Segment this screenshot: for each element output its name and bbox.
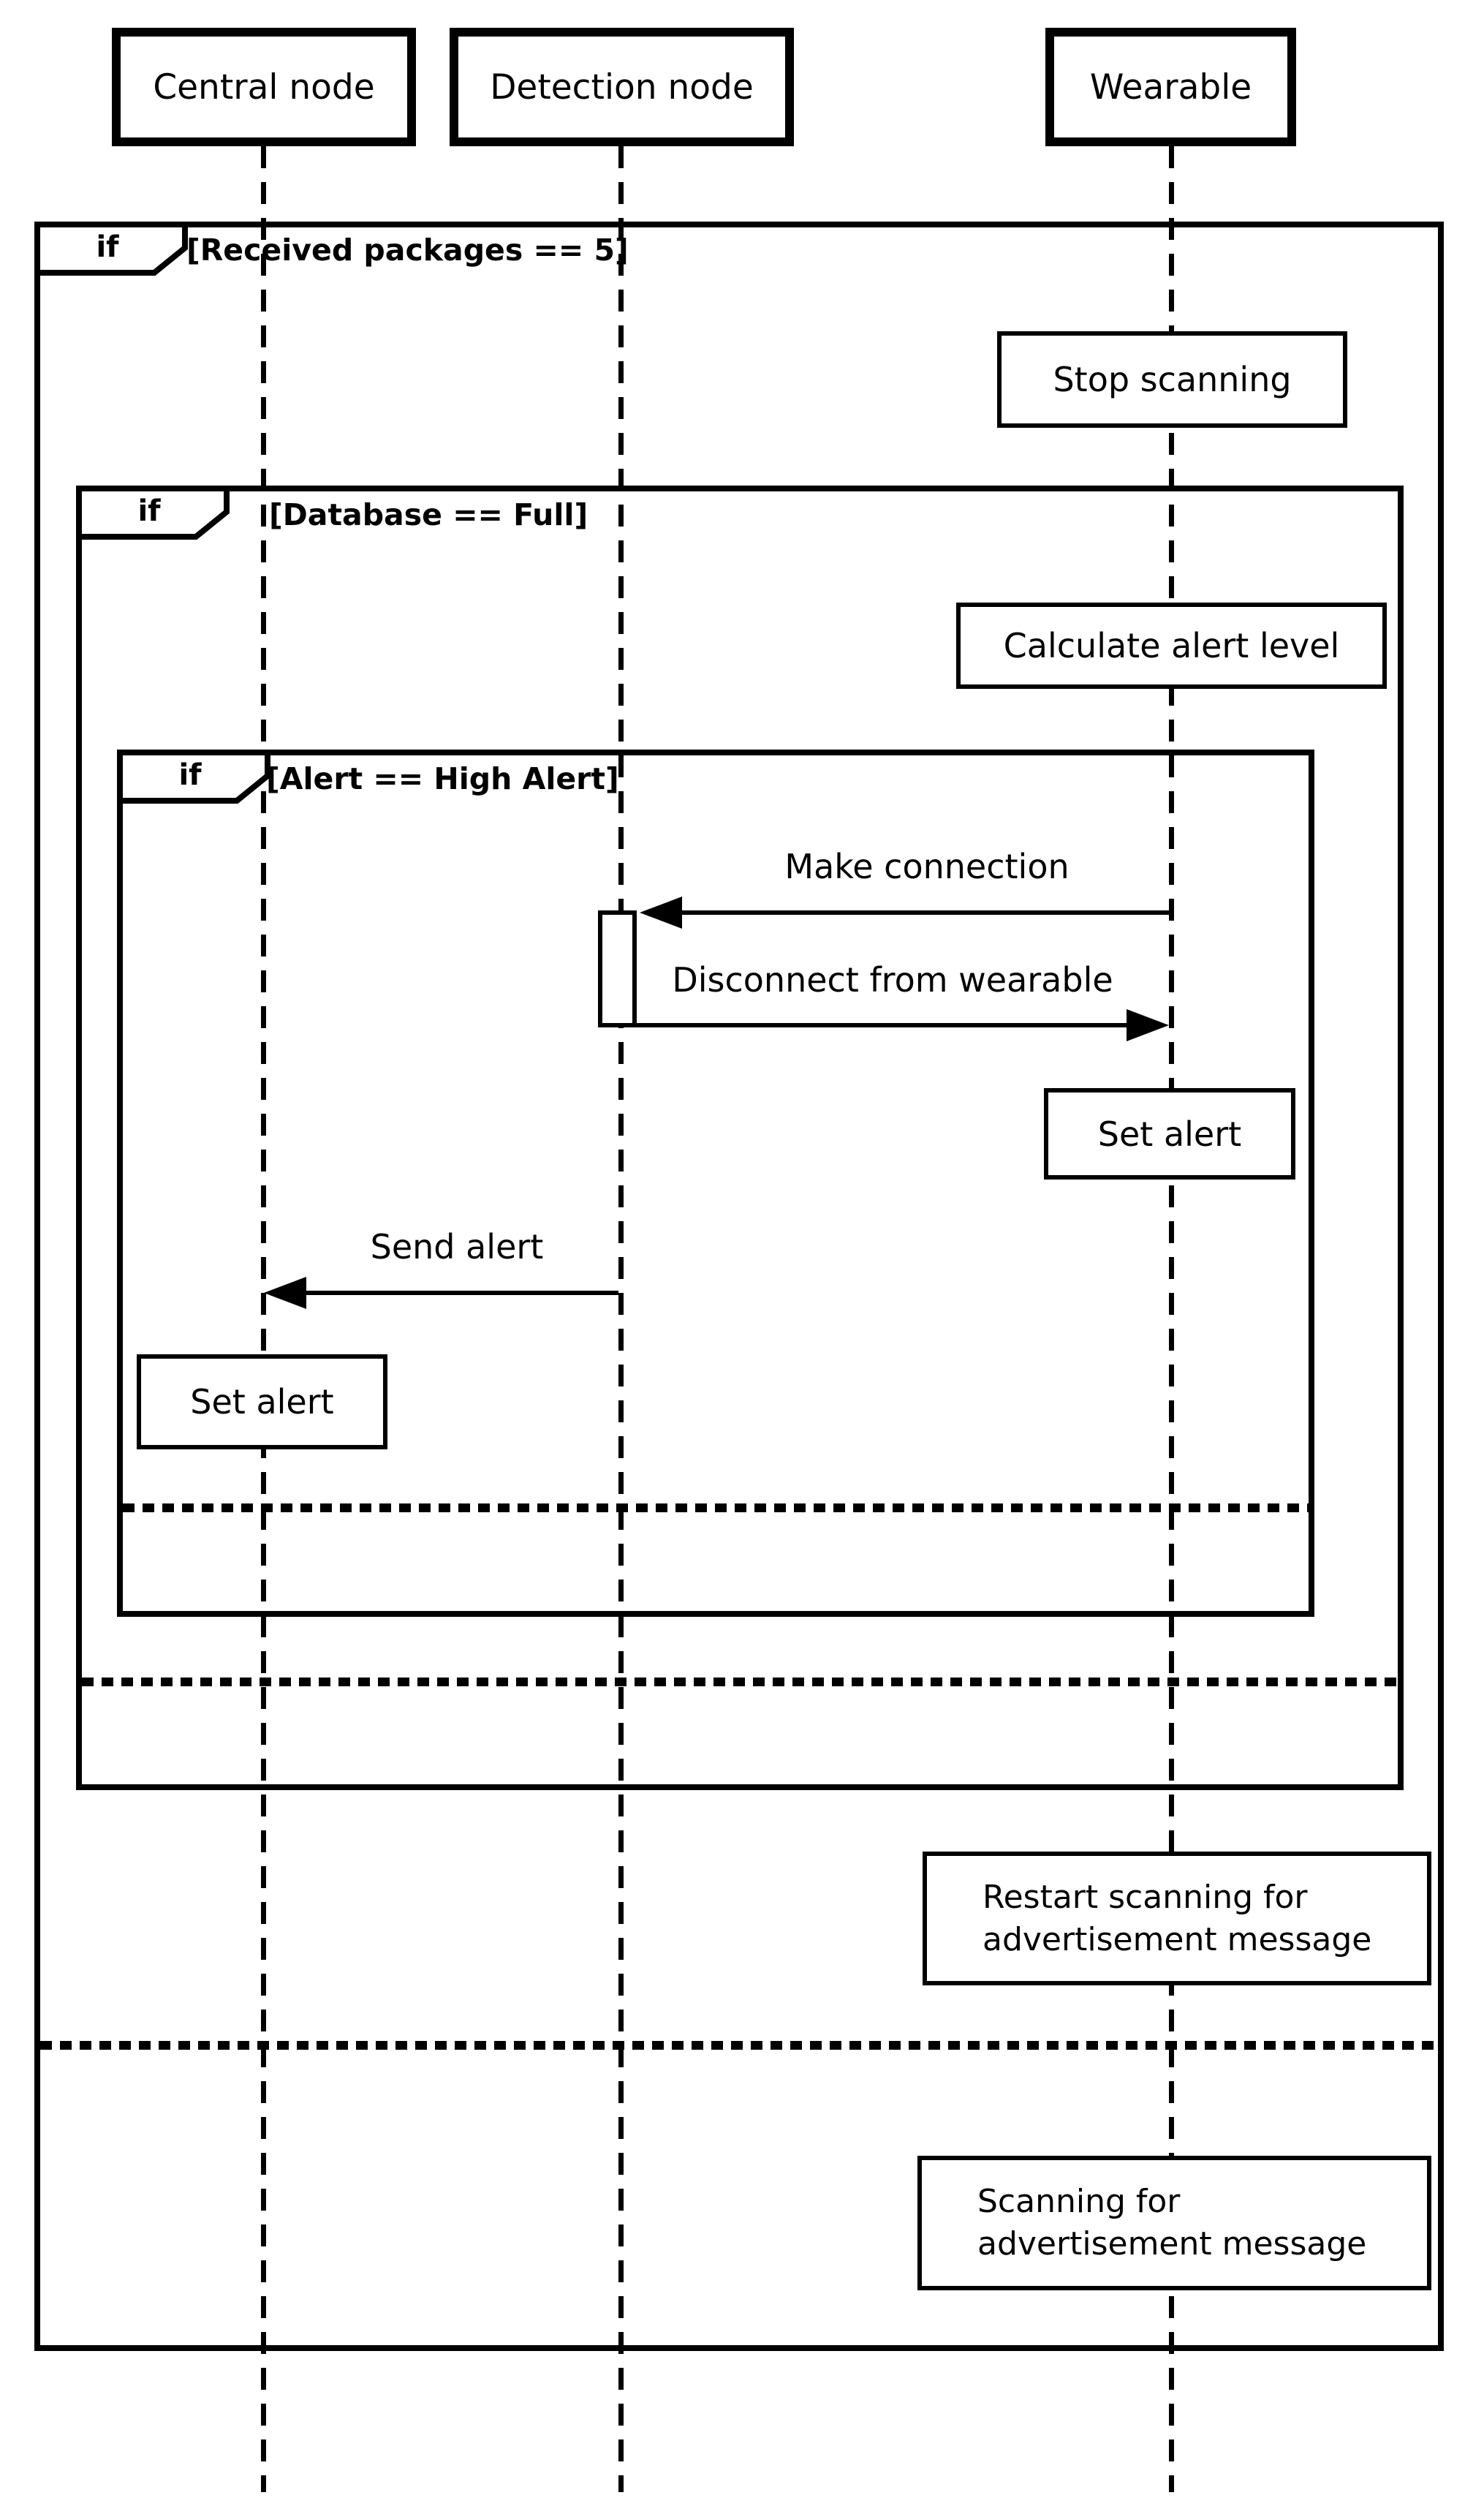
participant-wearable: Wearable	[1045, 28, 1296, 146]
fragment-inner-guard: [Alert == High Alert]	[266, 761, 619, 796]
separator-outer-fragment	[40, 2041, 1438, 2050]
action-set-alert-central: Set alert	[137, 1354, 387, 1449]
action-scanning-line1: Scanning for	[977, 2183, 1181, 2220]
action-restart-scanning: Restart scanning for advertisement messa…	[923, 1852, 1431, 1985]
action-restart-scanning-line1: Restart scanning for	[983, 1878, 1308, 1916]
lifeline-central-node	[261, 146, 266, 2492]
message-disconnect-arrowhead	[1127, 1009, 1169, 1041]
message-make-connection-arrowhead	[640, 897, 682, 929]
lifeline-wearable	[1169, 146, 1174, 2492]
action-stop-scanning: Stop scanning	[997, 331, 1347, 428]
fragment-outer-if	[34, 222, 1444, 2351]
action-scanning-line2: advertisement message	[977, 2225, 1367, 2263]
message-make-connection-label: Make connection	[784, 847, 1070, 886]
message-send-alert-arrowhead	[264, 1277, 306, 1309]
message-make-connection-line	[678, 910, 1171, 915]
fragment-middle-operator: if	[137, 494, 161, 528]
separator-middle-fragment	[82, 1678, 1398, 1686]
action-scanning: Scanning for advertisement message	[917, 2156, 1431, 2290]
fragment-outer-operator: if	[96, 230, 119, 264]
lifeline-detection-node	[618, 146, 624, 2492]
separator-inner-fragment	[123, 1503, 1309, 1512]
fragment-inner-operator: if	[178, 758, 202, 792]
participant-central-node: Central node	[112, 28, 416, 146]
message-send-alert-line	[303, 1291, 618, 1295]
action-set-alert-wearable: Set alert	[1044, 1088, 1295, 1180]
fragment-outer-guard: [Received packages == 5]	[186, 233, 629, 268]
activation-detection-node	[598, 910, 637, 1027]
action-restart-scanning-line2: advertisement message	[983, 1920, 1372, 1958]
message-disconnect-label: Disconnect from wearable	[672, 960, 1113, 1000]
message-disconnect-line	[637, 1023, 1131, 1027]
action-calculate-alert-level: Calculate alert level	[956, 603, 1387, 689]
participant-detection-node: Detection node	[450, 28, 794, 146]
fragment-middle-guard: [Database == Full]	[269, 497, 588, 532]
message-send-alert-label: Send alert	[370, 1227, 544, 1267]
